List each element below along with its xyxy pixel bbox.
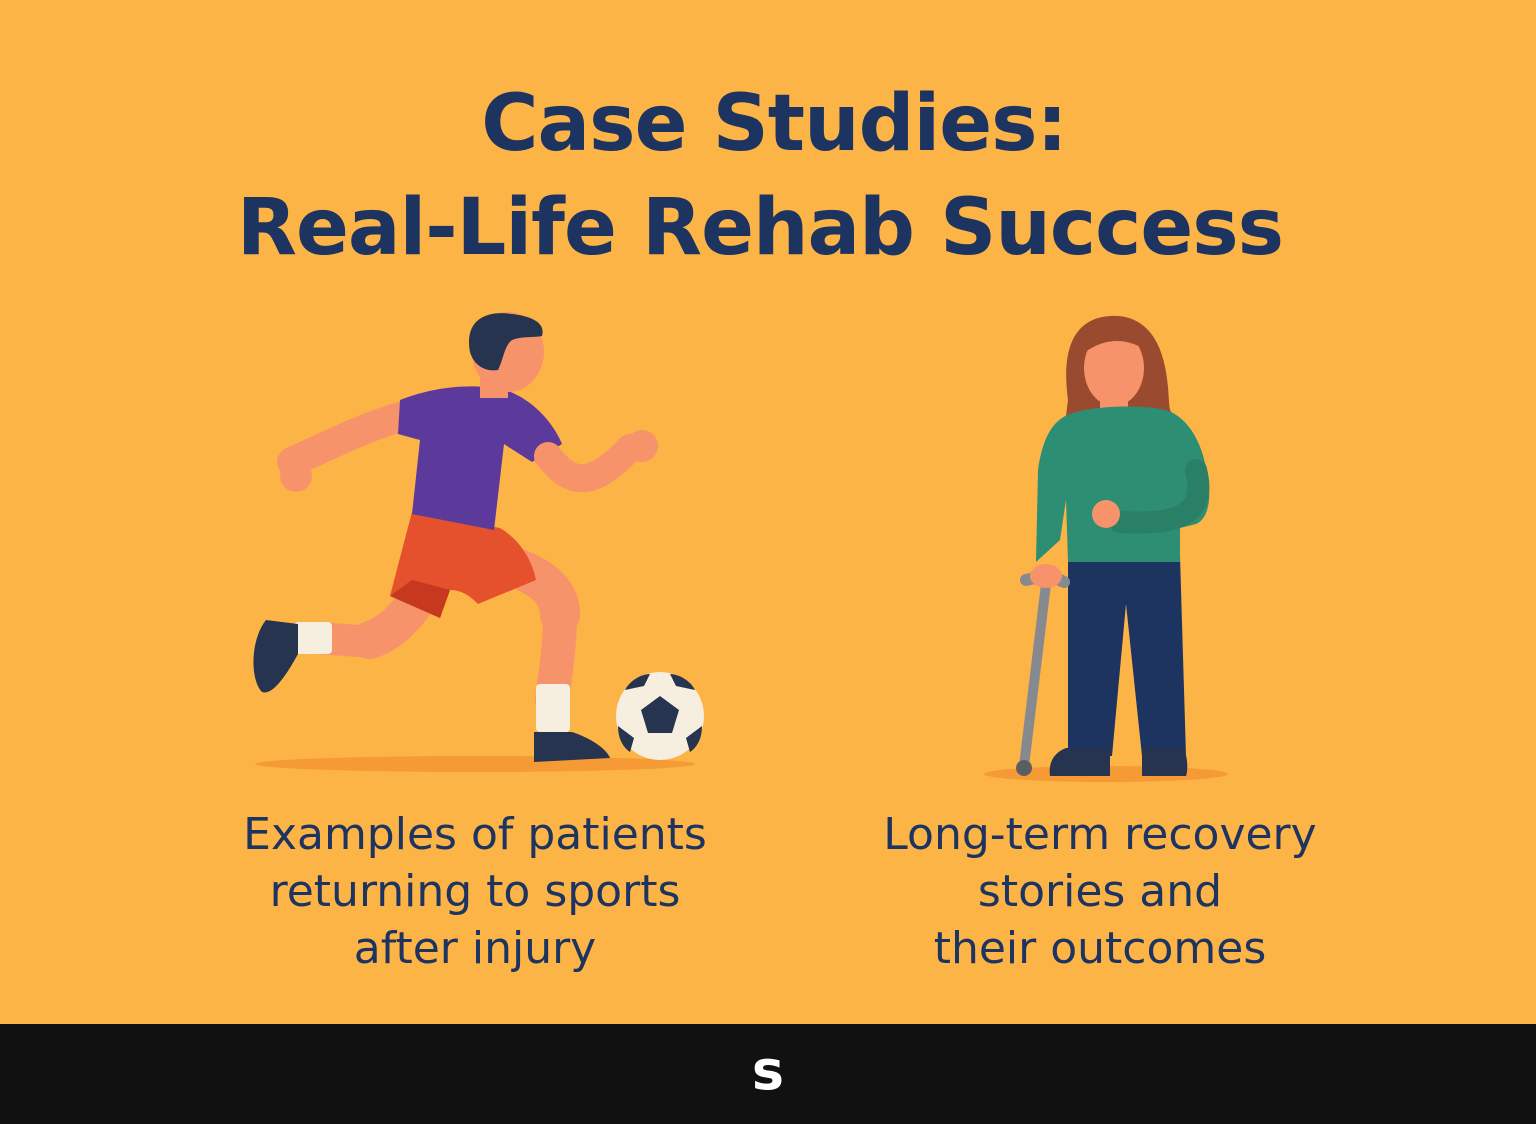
cane-icon [1019,579,1051,771]
front-sock [536,684,570,732]
back-shoe [253,620,298,693]
cane-tip [1016,760,1032,776]
brand-logo: s [751,1039,785,1102]
title-line-2: Real-Life Rehab Success [236,183,1284,273]
caption-sports-return: Examples of patients returning to sports… [170,806,780,977]
title-line-1: Case Studies: [481,79,1067,169]
front-hand [626,430,658,462]
woman-pants [1068,556,1186,756]
soccer-player-illustration [253,312,695,772]
caption-left-line-2: returning to sports [269,866,681,917]
woman-cane-hand [1030,564,1062,588]
ground-shadow-left [255,756,695,772]
player-hair [469,313,543,371]
shirt [398,386,562,530]
woman-with-cane-illustration [984,315,1228,782]
woman-sweater [1036,406,1210,562]
footer-bar: s [0,1024,1536,1124]
front-shoe [534,732,610,762]
caption-long-term-recovery: Long-term recovery stories and their out… [800,806,1400,977]
soccer-ball-icon [616,672,704,760]
caption-right-line-3: their outcomes [933,923,1267,974]
back-sock [294,622,332,654]
woman-right-shoe [1142,748,1188,776]
woman-front-hand [1092,500,1120,528]
caption-right-line-2: stories and [977,866,1223,917]
shorts-shadow [390,580,450,618]
woman-bangs [1082,322,1146,356]
woman-face [1084,330,1144,406]
front-arm [534,434,644,493]
caption-left-line-3: after injury [353,923,597,974]
caption-right-line-1: Long-term recovery [883,809,1317,860]
back-hand [280,460,312,492]
woman-folded-arm [1109,459,1210,534]
page-title: Case Studies: Real-Life Rehab Success [0,72,1536,280]
caption-left-line-1: Examples of patients [243,809,707,860]
woman-left-shoe [1049,748,1110,776]
